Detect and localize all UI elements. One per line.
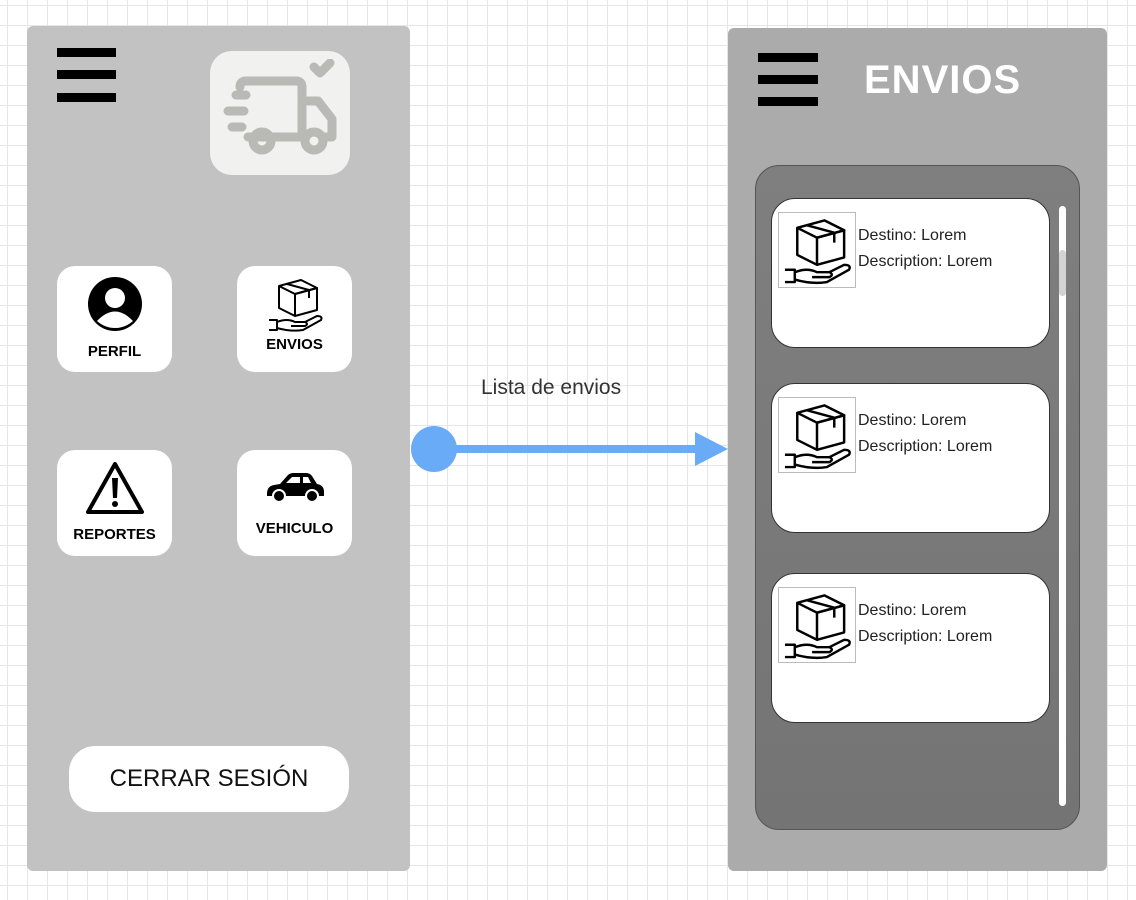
tile-envios[interactable]: ENVIOS [237,266,352,372]
screen-title: ENVIOS [864,58,1022,102]
tile-reportes-label: REPORTES [73,526,156,543]
package-hand-icon [778,397,856,473]
hamburger-menu-icon[interactable] [57,48,116,104]
card-text: Destino: Lorem Description: Lorem [858,598,992,650]
warning-triangle-icon [57,460,172,516]
tile-envios-label: ENVIOS [266,336,323,353]
tile-vehiculo[interactable]: VEHICULO [237,450,352,556]
package-hand-icon [778,212,856,288]
card-description: Description: Lorem [858,438,993,455]
car-icon [237,470,352,504]
scrollbar-thumb[interactable] [1059,250,1066,296]
hamburger-menu-icon[interactable] [758,53,818,109]
envios-screen: ENVIOS Destino: Lorem Description: Lorem [728,28,1107,871]
user-profile-icon [57,276,172,332]
scrollbar[interactable] [1059,206,1066,806]
list-item[interactable]: Destino: Lorem Description: Lorem [771,573,1050,723]
connector-label: Lista de envios [481,376,622,399]
card-description: Description: Lorem [858,628,993,645]
card-description: Description: Lorem [858,253,993,270]
card-destino: Destino: Lorem [858,602,967,619]
logout-button[interactable]: CERRAR SESIÓN [69,746,349,812]
list-item[interactable]: Destino: Lorem Description: Lorem [771,198,1050,348]
menu-screen: PERFIL ENVIOS REPORTES [27,26,410,871]
envios-list: Destino: Lorem Description: Lorem Destin [755,165,1080,830]
card-text: Destino: Lorem Description: Lorem [858,223,992,275]
package-hand-icon [778,587,856,663]
list-item[interactable]: Destino: Lorem Description: Lorem [771,383,1050,533]
card-destino: Destino: Lorem [858,412,967,429]
tile-vehiculo-label: VEHICULO [255,520,334,537]
delivery-truck-icon [210,51,350,175]
card-text: Destino: Lorem Description: Lorem [858,408,992,460]
tile-reportes[interactable]: REPORTES [57,450,172,556]
flow-connector-arrow [411,426,728,472]
package-hand-icon [237,274,352,334]
card-destino: Destino: Lorem [858,227,967,244]
tile-perfil-label: PERFIL [87,343,142,360]
tile-perfil[interactable]: PERFIL [57,266,172,372]
